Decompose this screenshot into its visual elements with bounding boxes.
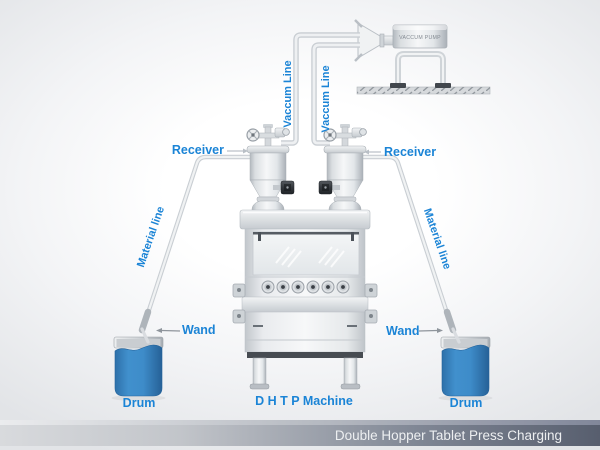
drum-left-vessel: [111, 336, 166, 401]
receiver-right-pointer: [364, 149, 381, 155]
title-bar-accent-strip: [0, 420, 600, 425]
vacuum-line-right-pipe: [311, 42, 360, 146]
title-bar: Double Hopper Tablet Press Charging: [0, 425, 600, 446]
wand-right-label: Wand: [386, 324, 420, 338]
title-bar-text: Double Hopper Tablet Press Charging: [334, 428, 562, 443]
tablet-press-machine: [232, 209, 378, 390]
valve-actuator-right: [318, 180, 333, 195]
control-knobs: [261, 280, 350, 294]
vacuum-line-left-label: Vaccum Line: [282, 60, 294, 128]
machine-base: [247, 352, 363, 358]
receiver-left-label: Receiver: [171, 143, 224, 157]
wand-left-pointer: [156, 328, 181, 333]
wand-left-label: Wand: [182, 323, 216, 337]
wand-left-tube: [138, 308, 152, 344]
valve-actuator-left: [280, 180, 295, 195]
drum-left-label: Drum: [122, 396, 156, 410]
vacuum-pump-assembly: VACCUM PUMP: [354, 19, 491, 95]
wand-right-tube: [443, 308, 461, 344]
material-line-right-pipe: [362, 154, 450, 314]
receiver-right-label: Receiver: [384, 145, 437, 159]
machine-label: D H T P Machine: [255, 394, 353, 408]
drum-right-vessel: [438, 336, 493, 401]
material-line-left-pipe: [145, 154, 252, 314]
wand-right-pointer: [418, 328, 443, 333]
ground-hatch: [356, 86, 491, 95]
vacuum-line-right-label: Vaccum Line: [320, 65, 332, 133]
vacuum-pump: VACCUM PUMP: [392, 24, 448, 49]
machine-window: [252, 231, 360, 276]
vacuum-pump-label: VACCUM PUMP: [399, 35, 441, 41]
receiver-left-vessel: [246, 124, 295, 217]
side-clamps: [232, 283, 378, 324]
machine-legs: [249, 357, 361, 390]
vacuum-line-left-pipe: [281, 32, 360, 146]
receiver-left-pointer: [227, 148, 248, 154]
pump-inlet-funnel: [354, 19, 394, 62]
drum-right-label: Drum: [449, 396, 483, 410]
pump-stand: [390, 51, 451, 88]
